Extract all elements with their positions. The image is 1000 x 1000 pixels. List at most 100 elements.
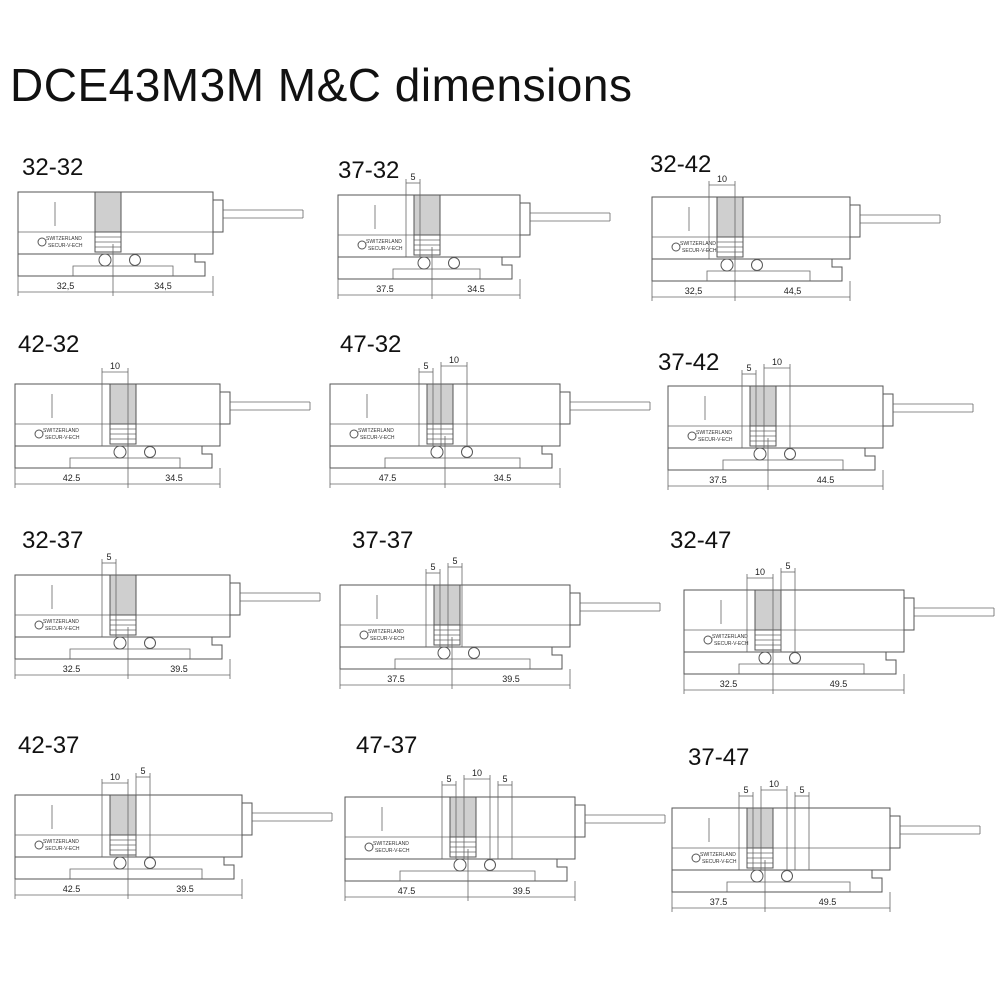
cam-base bbox=[449, 836, 477, 858]
brand-subtext: SECUR-V-ECH bbox=[702, 859, 737, 865]
pin-hole bbox=[750, 869, 764, 883]
brand-text: SWITZERLAND bbox=[680, 241, 716, 247]
offset-dimension: 10 bbox=[110, 361, 120, 371]
left-dimension: 37.5 bbox=[376, 284, 394, 294]
pin-hole bbox=[758, 651, 772, 665]
base-step bbox=[72, 265, 174, 276]
base-step bbox=[394, 658, 531, 669]
offset-dimension: 10 bbox=[472, 768, 482, 778]
variant-label: 32-42 bbox=[650, 151, 711, 178]
base-step bbox=[392, 268, 481, 279]
cam-base bbox=[109, 423, 137, 445]
base-step bbox=[726, 881, 851, 892]
brand-subtext: SECUR-V-ECH bbox=[714, 641, 749, 647]
offset-dimension: 10 bbox=[717, 174, 727, 184]
brand-subtext: SECUR-V-ECH bbox=[360, 435, 395, 441]
pin-hole bbox=[417, 256, 431, 270]
variant-label: 32-37 bbox=[22, 527, 83, 554]
brand-text: SWITZERLAND bbox=[700, 852, 736, 858]
pin-hole bbox=[113, 856, 127, 870]
brand-subtext: SECUR-V-ECH bbox=[45, 626, 80, 632]
cam-block bbox=[716, 196, 744, 238]
offset-dimension: 5 bbox=[743, 785, 748, 795]
cylinder-body bbox=[671, 807, 891, 871]
cam-base bbox=[749, 425, 777, 447]
variant-label: 32-32 bbox=[22, 154, 83, 181]
pin-hole bbox=[448, 257, 460, 269]
pin-hole bbox=[453, 858, 467, 872]
screw-hole bbox=[359, 630, 369, 640]
cam-base bbox=[746, 847, 774, 869]
pin-hole bbox=[461, 446, 473, 458]
base-profile bbox=[14, 445, 213, 469]
base-profile bbox=[14, 636, 223, 660]
offset-dimension: 10 bbox=[110, 772, 120, 782]
end-cap bbox=[889, 815, 901, 849]
left-dimension: 32.5 bbox=[720, 679, 738, 689]
screw-hole bbox=[34, 840, 44, 850]
cam-base bbox=[413, 234, 441, 256]
right-dimension: 34,5 bbox=[154, 281, 172, 291]
brand-subtext: SECUR-V-ECH bbox=[48, 243, 83, 249]
brand-subtext: SECUR-V-ECH bbox=[698, 437, 733, 443]
screw-hole bbox=[364, 842, 374, 852]
cam-block bbox=[94, 191, 122, 233]
variant-label: 47-37 bbox=[356, 732, 417, 759]
left-dimension: 32.5 bbox=[63, 664, 81, 674]
base-step bbox=[722, 459, 844, 470]
brand-text: SWITZERLAND bbox=[43, 619, 79, 625]
cam-base bbox=[433, 624, 461, 646]
left-dimension: 37.5 bbox=[709, 475, 727, 485]
offset-dimension: 10 bbox=[769, 779, 779, 789]
pin-hole bbox=[144, 857, 156, 869]
cam-block bbox=[433, 584, 461, 626]
end-cap bbox=[519, 202, 531, 236]
pin-hole bbox=[468, 647, 480, 659]
offset-dimension: 5 bbox=[799, 785, 804, 795]
variant-label: 37-32 bbox=[338, 157, 399, 184]
offset-dimension: 5 bbox=[785, 561, 790, 571]
end-cap bbox=[229, 582, 241, 616]
end-cap bbox=[559, 391, 571, 425]
right-dimension: 39.5 bbox=[502, 674, 520, 684]
cam-block bbox=[109, 794, 137, 836]
brand-text: SWITZERLAND bbox=[366, 239, 402, 245]
pin-hole bbox=[484, 859, 496, 871]
end-cap bbox=[212, 199, 224, 233]
cam-block bbox=[749, 385, 777, 427]
offset-dimension: 10 bbox=[755, 567, 765, 577]
brand-text: SWITZERLAND bbox=[43, 428, 79, 434]
pin-hole bbox=[789, 652, 801, 664]
base-profile bbox=[667, 447, 876, 471]
pin-hole bbox=[781, 870, 793, 882]
base-step bbox=[738, 663, 865, 674]
offset-dimension: 5 bbox=[410, 172, 415, 182]
offset-dimension: 5 bbox=[446, 774, 451, 784]
cam-block bbox=[413, 194, 441, 236]
screw-hole bbox=[691, 853, 701, 863]
brand-text: SWITZERLAND bbox=[43, 839, 79, 845]
screw-hole bbox=[349, 429, 359, 439]
brand-subtext: SECUR-V-ECH bbox=[45, 435, 80, 441]
cam-block bbox=[109, 383, 137, 425]
variant-label: 42-37 bbox=[18, 732, 79, 759]
offset-dimension: 5 bbox=[140, 766, 145, 776]
pin-hole bbox=[144, 637, 156, 649]
base-step bbox=[399, 870, 536, 881]
base-profile bbox=[337, 256, 513, 280]
right-dimension: 39.5 bbox=[513, 886, 531, 896]
cam-block bbox=[109, 574, 137, 616]
end-cap bbox=[219, 391, 231, 425]
brand-subtext: SECUR-V-ECH bbox=[375, 848, 410, 854]
screw-hole bbox=[37, 237, 47, 247]
base-step bbox=[706, 270, 811, 281]
brand-subtext: SECUR-V-ECH bbox=[368, 246, 403, 252]
left-dimension: 32,5 bbox=[685, 286, 703, 296]
